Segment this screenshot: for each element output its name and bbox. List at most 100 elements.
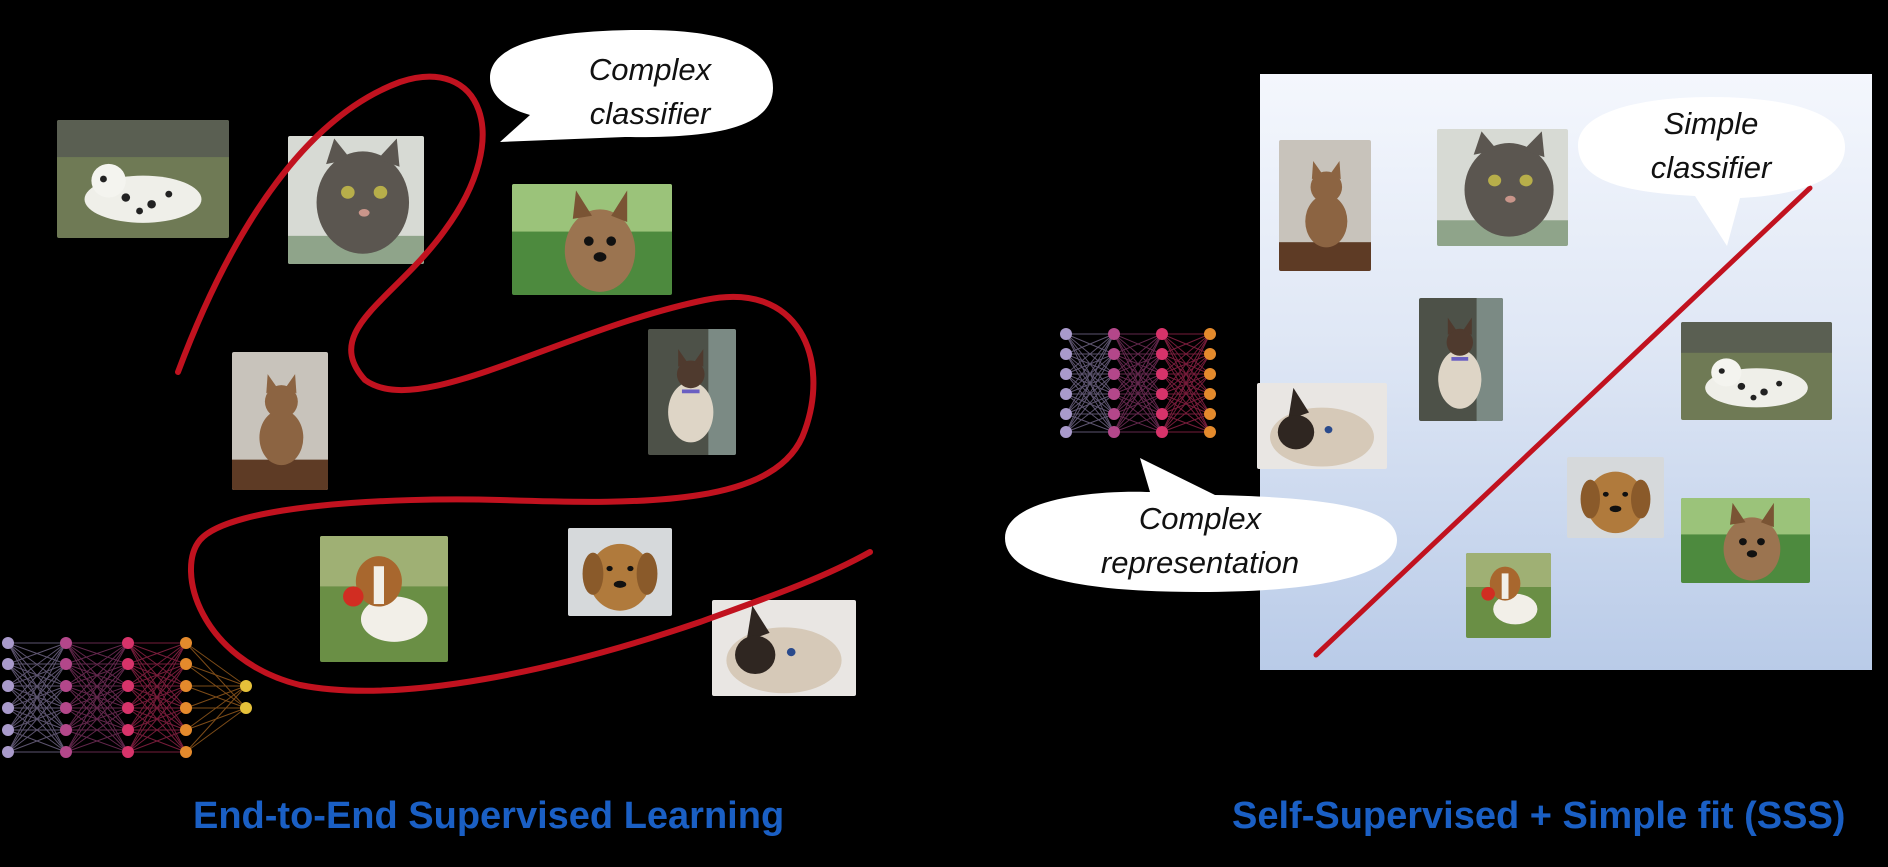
- nn-node: [2, 637, 14, 649]
- nn-node: [2, 680, 14, 692]
- simple-classifier-line1: Simple: [1663, 106, 1759, 141]
- nn-edge: [127, 642, 187, 753]
- nn-node: [240, 702, 252, 714]
- end-to-end-caption: End-to-End Supervised Learning: [193, 795, 785, 837]
- nn-edge: [1113, 333, 1163, 395]
- nn-node: [122, 702, 134, 714]
- nn-edge: [1065, 333, 1115, 355]
- nn-edge: [1065, 413, 1115, 433]
- nn-edge: [65, 642, 129, 687]
- nn-node: [1204, 348, 1216, 360]
- nn-edge: [7, 729, 67, 753]
- nn-node: [1108, 388, 1120, 400]
- nn-edge: [65, 642, 129, 665]
- nn-node: [2, 746, 14, 758]
- nn-node: [1204, 368, 1216, 380]
- nn-node: [1156, 408, 1168, 420]
- complex-classifier-line1: Complex: [588, 52, 712, 87]
- nn-edge: [7, 685, 67, 753]
- nn-edge: [127, 642, 187, 687]
- nn-node: [1204, 426, 1216, 438]
- nn-node: [1156, 368, 1168, 380]
- nn-node: [1060, 348, 1072, 360]
- nn-edge: [1113, 333, 1163, 375]
- nn-edge: [1065, 353, 1115, 433]
- nn-edge: [1113, 353, 1163, 433]
- nn-node: [2, 702, 14, 714]
- nn-node: [60, 746, 72, 758]
- complex-classifier-line2: classifier: [589, 96, 711, 131]
- nn-edge: [7, 642, 67, 731]
- nn-edge: [127, 685, 187, 753]
- nn-node: [60, 637, 72, 649]
- nn-edge: [65, 707, 129, 753]
- nn-edge: [127, 707, 187, 753]
- nn-node: [1204, 328, 1216, 340]
- nn-node: [180, 680, 192, 692]
- nn-node: [60, 724, 72, 736]
- complex-representation-label: Complex representation: [1030, 497, 1370, 585]
- nn-edge: [7, 642, 67, 687]
- sss-caption-prefix: Self-Supervised +: [1232, 795, 1563, 837]
- nn-edge: [65, 685, 129, 753]
- nn-edge: [185, 685, 247, 731]
- complex-representation-line2: representation: [1100, 545, 1300, 580]
- nn-node: [122, 746, 134, 758]
- nn-node: [60, 680, 72, 692]
- nn-node: [1060, 388, 1072, 400]
- nn-edge: [127, 642, 187, 665]
- nn-edge: [1113, 373, 1163, 433]
- nn-node: [1060, 328, 1072, 340]
- nn-node: [1204, 408, 1216, 420]
- nn-node: [122, 637, 134, 649]
- nn-node: [1156, 348, 1168, 360]
- nn-node: [1108, 348, 1120, 360]
- nn-edge: [65, 663, 129, 753]
- nn-edge: [1065, 373, 1115, 415]
- nn-edge: [1161, 333, 1211, 415]
- nn-edge: [1113, 333, 1163, 355]
- nn-node: [1060, 426, 1072, 438]
- nn-edge: [1113, 333, 1163, 433]
- complex-classifier-label: Complex classifier: [530, 48, 770, 136]
- nn-node: [1204, 388, 1216, 400]
- nn-node: [1108, 368, 1120, 380]
- nn-node: [180, 658, 192, 670]
- nn-node: [122, 658, 134, 670]
- nn-edge: [1161, 393, 1211, 433]
- nn-node: [1060, 408, 1072, 420]
- simple-classifier-line2: classifier: [1650, 150, 1772, 185]
- nn-node: [2, 658, 14, 670]
- nn-node: [1060, 368, 1072, 380]
- nn-edge: [1161, 373, 1211, 415]
- nn-edge: [1161, 333, 1211, 355]
- nn-edge: [65, 729, 129, 753]
- nn-edge: [7, 642, 67, 709]
- nn-edge: [1113, 373, 1163, 415]
- nn-node: [180, 702, 192, 714]
- nn-edge: [1065, 333, 1115, 375]
- nn-node: [1108, 426, 1120, 438]
- nn-edge: [7, 707, 67, 753]
- nn-edge: [185, 707, 247, 753]
- nn-edge: [1161, 333, 1211, 433]
- nn-edge: [185, 685, 247, 753]
- nn-node: [180, 637, 192, 649]
- nn-node: [180, 724, 192, 736]
- nn-node: [60, 702, 72, 714]
- nn-edge: [65, 642, 129, 753]
- nn-edge: [7, 663, 67, 753]
- simple-classifier-label: Simple classifier: [1591, 102, 1831, 190]
- nn-edge: [1065, 333, 1115, 415]
- complex-representation-line1: Complex: [1138, 501, 1262, 536]
- nn-edge: [1113, 393, 1163, 433]
- sss-caption-suffix: Simple fit (SSS): [1562, 795, 1846, 837]
- nn-node: [122, 680, 134, 692]
